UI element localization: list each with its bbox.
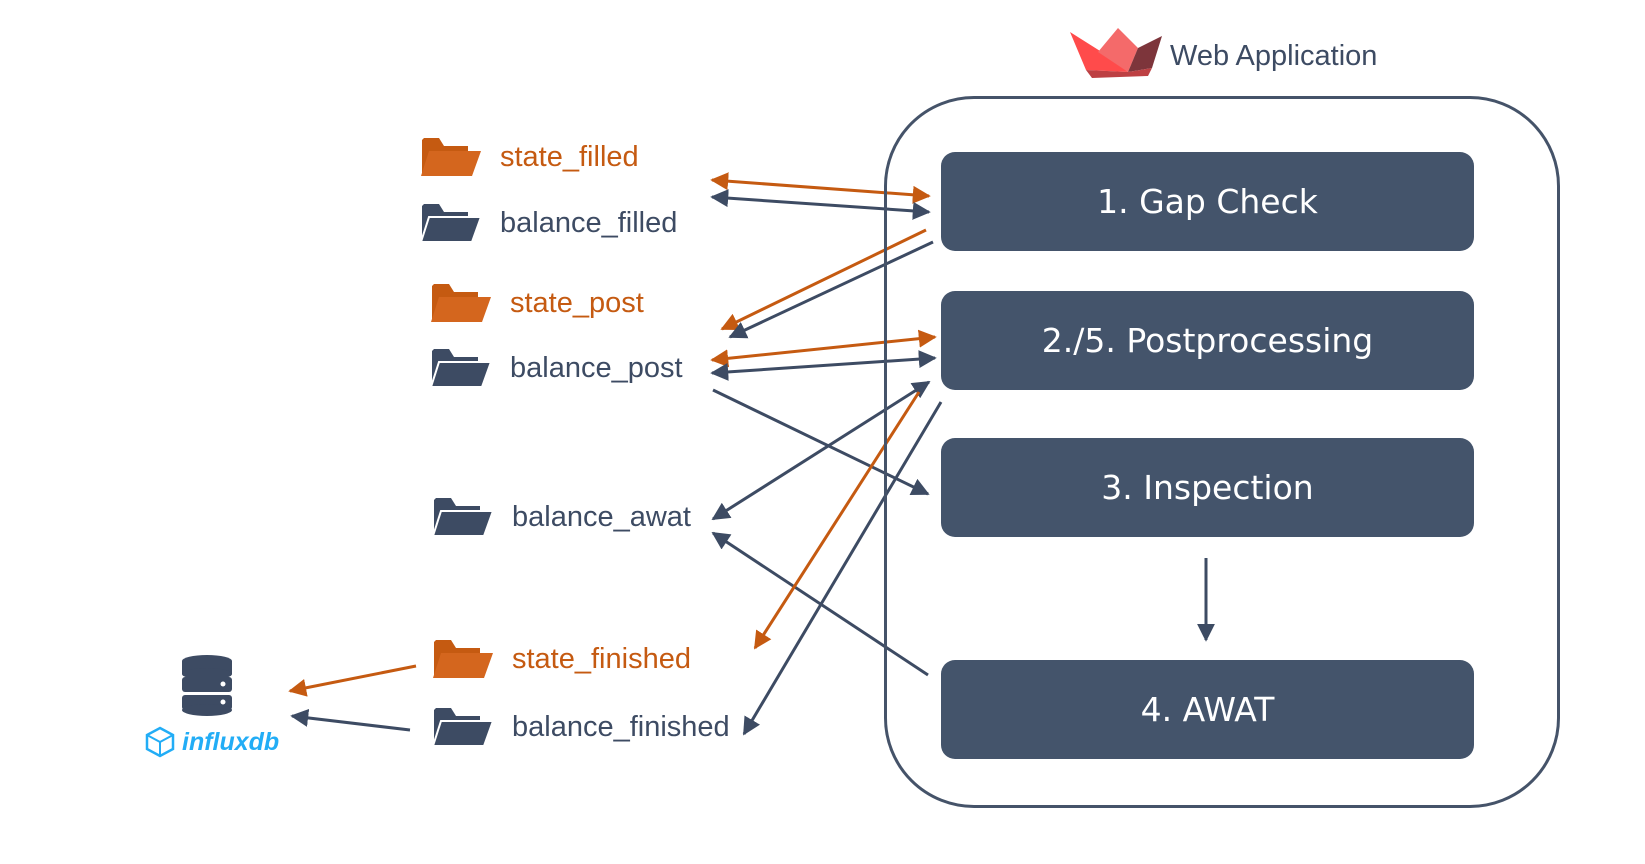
- influxdb-logo: influxdb: [144, 726, 279, 758]
- folder-state-post: state_post: [430, 280, 644, 326]
- step-awat: 4. AWAT: [941, 660, 1474, 759]
- arrow-state-finished-to-influxdb: [288, 664, 417, 697]
- folder-label: balance_awat: [512, 501, 691, 533]
- web-application-title: Web Application: [1170, 39, 1378, 72]
- influxdb-database: influxdb: [144, 654, 304, 762]
- folder-icon: [430, 349, 492, 388]
- step-inspection: 3. Inspection: [941, 438, 1474, 537]
- influxdb-label: influxdb: [182, 727, 280, 756]
- folder-label: balance_post: [510, 352, 683, 384]
- database-icon: [182, 655, 232, 716]
- arrow-balance-finished-to-influxdb: [290, 708, 411, 732]
- streamlit-crown-icon: [1070, 28, 1162, 78]
- folder-label: balance_filled: [500, 207, 678, 239]
- step-postprocessing: 2./5. Postprocessing: [941, 291, 1474, 390]
- folder-state-filled: state_filled: [420, 134, 639, 180]
- web-application-frame: [884, 96, 1560, 808]
- folder-icon: [432, 708, 494, 747]
- folder-label: balance_finished: [512, 711, 730, 743]
- folder-balance-finished: balance_finished: [432, 704, 730, 750]
- folder-balance-filled: balance_filled: [420, 200, 677, 246]
- folder-icon: [432, 498, 494, 537]
- influxdb-cube-icon: [145, 726, 175, 758]
- folder-state-finished: state_finished: [432, 636, 691, 682]
- step-gap-check: 1. Gap Check: [941, 152, 1474, 251]
- folder-icon: [433, 640, 493, 678]
- web-application-header: Web Application: [1068, 26, 1377, 86]
- folder-icon: [421, 138, 481, 176]
- folder-balance-awat: balance_awat: [432, 494, 691, 540]
- folder-label: state_post: [510, 287, 644, 319]
- folder-label: state_finished: [512, 643, 691, 675]
- folder-balance-post: balance_post: [430, 345, 683, 391]
- folder-icon: [431, 284, 491, 322]
- folder-label: state_filled: [500, 141, 639, 173]
- folder-icon: [420, 204, 482, 243]
